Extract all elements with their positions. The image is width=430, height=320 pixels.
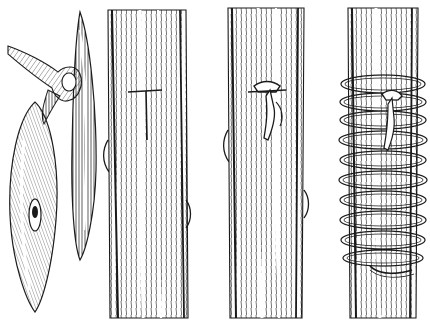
panel-stick-with-slit bbox=[104, 10, 191, 318]
wooden-stick bbox=[224, 8, 309, 318]
wooden-stick bbox=[104, 10, 191, 318]
panel-stick-with-binding bbox=[339, 8, 427, 318]
bone-shuttle bbox=[10, 102, 57, 312]
bone-spindle bbox=[72, 12, 96, 260]
bone-hook bbox=[8, 46, 81, 124]
panel-toggle-and-spindle bbox=[8, 12, 96, 312]
panel-stick-with-peg bbox=[224, 8, 309, 318]
